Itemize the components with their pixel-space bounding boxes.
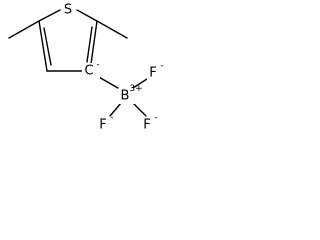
atom-fluorine-top: F - <box>147 61 167 81</box>
atom-fluorine-top-charge: - <box>160 61 163 71</box>
bond-c2-c3-double <box>86 26 93 63</box>
bond-c2-c3 <box>90 20 98 65</box>
bond-c5-c4 <box>38 20 48 72</box>
atom-fluorine-right-symbol: F <box>143 118 150 133</box>
atom-boron: B 3+ <box>119 84 143 104</box>
bond-c5-methyl <box>8 20 40 39</box>
atom-fluorine-top-symbol: F <box>149 66 156 81</box>
atom-fluorine-right-charge: - <box>154 113 157 123</box>
atom-carbanion-symbol: C <box>84 64 93 79</box>
bond-c5-c4-double <box>43 27 52 66</box>
atom-fluorine-right: F - <box>141 113 161 133</box>
bond-c5-s <box>38 9 61 22</box>
atom-carbanion: C - <box>82 60 100 79</box>
bond-c2-methyl <box>96 20 128 39</box>
bond-b-f-left <box>109 102 122 117</box>
chemical-structure: S C - B 3+ F - F - F - <box>8 3 167 133</box>
atom-sulfur-symbol: S <box>64 3 72 18</box>
atom-sulfur: S <box>62 3 76 18</box>
atom-boron-symbol: B <box>121 89 130 104</box>
atom-fluorine-left: F - <box>97 113 117 133</box>
atom-fluorine-left-symbol: F <box>99 118 106 133</box>
atom-fluorine-left-charge: - <box>110 113 113 123</box>
bond-s-c2 <box>76 9 98 22</box>
atom-boron-charge: 3+ <box>129 84 142 94</box>
bond-c3-b <box>96 75 119 89</box>
bond-b-f-top <box>132 78 148 89</box>
atom-carbanion-charge: - <box>96 60 99 70</box>
bond-b-f-right <box>132 102 147 117</box>
